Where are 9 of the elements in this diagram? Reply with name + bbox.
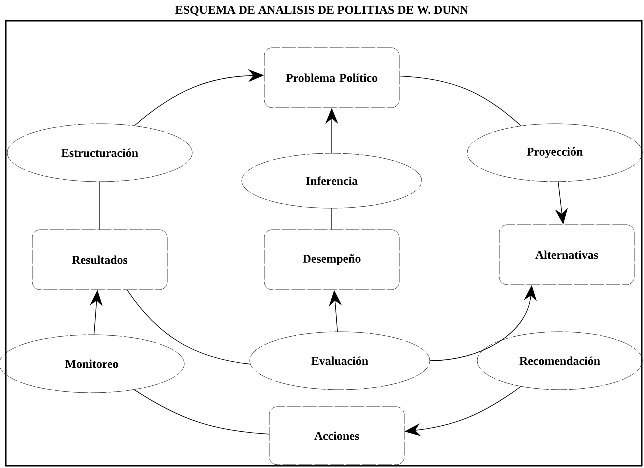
- info-box: Problema Político: [264, 48, 400, 108]
- connector-line: [127, 290, 251, 365]
- info-box: Acciones: [269, 406, 405, 466]
- connector-line: [134, 390, 270, 435]
- info-box: Alternativas: [499, 224, 635, 286]
- info-box: Desempeño: [264, 230, 400, 290]
- info-box: Resultados: [32, 230, 168, 290]
- title: ESQUEMA DE ANALISIS DE POLITIAS DE W. DUNN: [176, 6, 468, 16]
- connector-line: [399, 76, 522, 126]
